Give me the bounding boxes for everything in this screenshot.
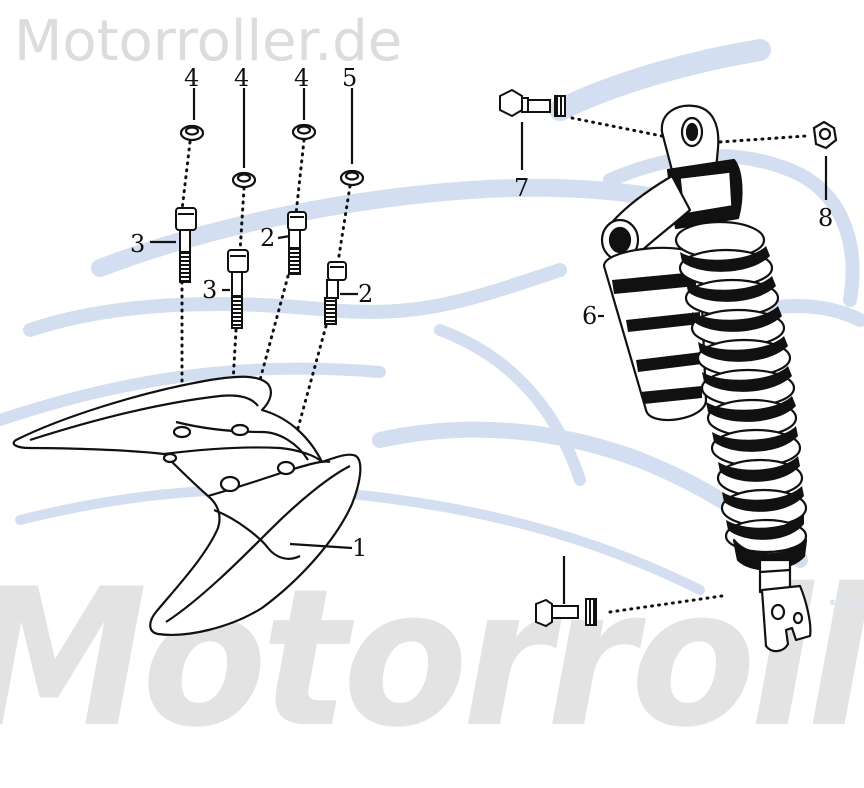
washer-4d <box>339 169 365 187</box>
washer-4a <box>179 124 205 142</box>
callout-1: 1 <box>352 534 367 562</box>
callout-2a: 2 <box>260 224 275 252</box>
callout-3b: 3 <box>202 276 217 304</box>
callout-7: 8 <box>818 204 833 232</box>
callout-2b: 2 <box>358 280 373 308</box>
rear-fender <box>12 375 362 636</box>
bolt-3b <box>227 249 249 329</box>
callout-4a: 4 <box>184 64 199 92</box>
callout-4c: 4 <box>294 64 309 92</box>
callout-5: 6 <box>582 302 597 330</box>
watermark-top-text: Motorroller.de <box>14 9 403 74</box>
leader-lines-right <box>520 122 828 604</box>
lower-bolt <box>535 598 597 628</box>
bolt-2a <box>287 211 307 275</box>
bolt-2b <box>324 261 347 325</box>
callout-6: 7 <box>514 174 529 202</box>
washer-4b <box>231 171 257 189</box>
assembly-lines-right <box>570 116 808 614</box>
callout-3a: 3 <box>130 230 145 258</box>
washer-4c <box>291 123 317 141</box>
callout-4d: 5 <box>342 64 357 92</box>
watermark-corner-text: .c <box>826 569 861 615</box>
nut <box>812 120 838 150</box>
assembly-lines-left <box>180 138 352 472</box>
callout-labels: 4 4 4 5 3 3 2 2 1 6 7 8 <box>130 64 833 562</box>
washer-set <box>179 123 365 189</box>
callout-4b: 4 <box>234 64 249 92</box>
upper-bolt <box>499 88 566 118</box>
shock-absorber <box>600 104 812 653</box>
bolt-3a <box>175 207 197 283</box>
leader-lines-left <box>150 88 358 550</box>
